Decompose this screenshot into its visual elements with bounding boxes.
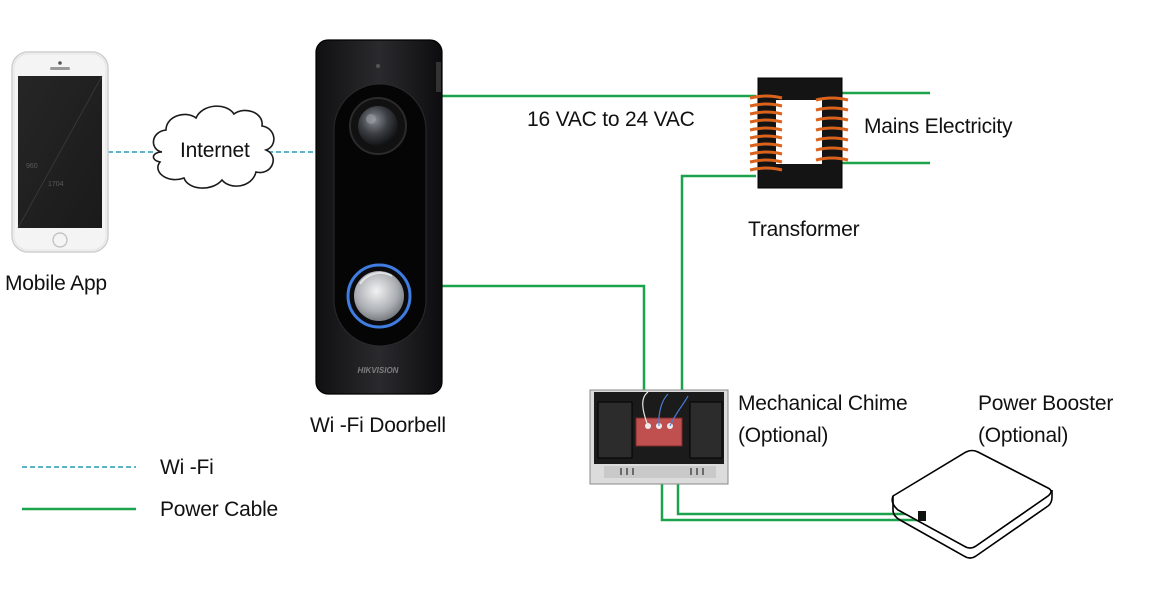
phone-screen-text-2: 1704 bbox=[48, 181, 64, 188]
internet-cloud-icon bbox=[152, 105, 275, 189]
doorbell-device: HIKVISION bbox=[315, 39, 443, 395]
chime-label-line1: Mechanical Chime bbox=[738, 392, 908, 415]
phone-screen-text-1: 960 bbox=[26, 163, 38, 170]
doorbell-label: Wi -Fi Doorbell bbox=[310, 414, 446, 437]
power-cable-chime-booster-1 bbox=[660, 482, 922, 522]
transformer-label: Transformer bbox=[748, 218, 860, 241]
doorbell-button bbox=[354, 271, 404, 321]
mobile-phone-icon: 960 1704 bbox=[11, 51, 109, 253]
mains-label: Mains Electricity bbox=[864, 115, 1013, 138]
chime-label-line2: (Optional) bbox=[738, 424, 829, 447]
doorbell-brand-text: HIKVISION bbox=[358, 366, 399, 375]
booster-label-line1: Power Booster bbox=[978, 392, 1114, 415]
legend-power-label: Power Cable bbox=[160, 498, 279, 521]
power-booster-icon bbox=[891, 449, 1053, 559]
mechanical-chime-icon bbox=[589, 389, 729, 485]
transformer-icon bbox=[749, 77, 849, 189]
legend-wifi-label: Wi -Fi bbox=[160, 456, 214, 479]
power-cable-chime-booster-2 bbox=[676, 482, 922, 516]
power-cable-doorbell-chime bbox=[442, 284, 646, 392]
voltage-label: 16 VAC to 24 VAC bbox=[527, 108, 695, 131]
mobile-app-label: Mobile App bbox=[5, 272, 107, 295]
power-cable-transformer-chime bbox=[680, 174, 756, 392]
booster-label-line2: (Optional) bbox=[978, 424, 1069, 447]
internet-label: Internet bbox=[180, 139, 250, 162]
